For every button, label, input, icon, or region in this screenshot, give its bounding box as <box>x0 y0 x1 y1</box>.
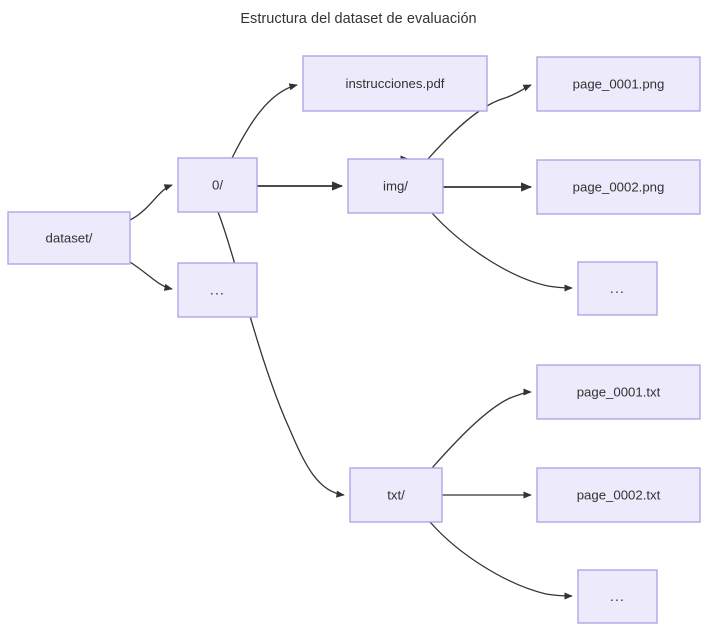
edge-layer <box>129 83 573 600</box>
node-layer: dataset/0/... instrucciones.pdf img/txt/pa… <box>7 55 701 624</box>
node-dots_img[interactable]: ... <box>577 261 658 316</box>
node-box-instrucciones[interactable] <box>302 55 488 112</box>
node-box-page0002png[interactable] <box>536 159 701 215</box>
edge-txt-to-page0001txt <box>431 388 532 469</box>
edge-zero-to-instrucciones <box>231 83 298 159</box>
node-box-dots_root[interactable] <box>177 262 258 318</box>
node-img[interactable]: img/ <box>347 158 444 214</box>
node-box-dataset[interactable] <box>7 211 131 265</box>
node-box-page0001png[interactable] <box>536 56 701 112</box>
edge-img-to-page0001png <box>427 84 532 160</box>
node-label-page0002png: page_0002.png <box>573 179 665 194</box>
node-page0002txt[interactable]: page_0002.txt <box>536 467 701 523</box>
node-label-txt: txt/ <box>387 487 405 502</box>
node-instrucciones[interactable]: instrucciones.pdf <box>302 55 488 112</box>
node-dots_txt[interactable]: ... <box>577 569 658 624</box>
diagram-title: Estructura del dataset de evaluación <box>240 11 477 27</box>
node-page0002png[interactable]: page_0002.png <box>536 159 701 215</box>
node-label-dots_img: ... <box>610 280 625 296</box>
node-box-txt[interactable] <box>349 467 443 523</box>
node-label-dots_root: ... <box>210 282 225 298</box>
node-label-page0001png: page_0001.png <box>573 76 665 91</box>
node-label-instrucciones: instrucciones.pdf <box>346 76 445 91</box>
node-box-zero[interactable] <box>177 157 258 213</box>
node-zero[interactable]: 0/ <box>177 157 258 213</box>
node-label-zero: 0/ <box>212 177 223 192</box>
node-dots_root[interactable]: ... <box>177 262 258 318</box>
node-dataset[interactable]: dataset/ <box>7 211 131 265</box>
edge-dataset-to-dots_root <box>129 261 173 291</box>
edge-img-to-dots_img <box>431 212 573 292</box>
node-page0001txt[interactable]: page_0001.txt <box>536 364 701 420</box>
node-box-page0002txt[interactable] <box>536 467 701 523</box>
node-box-img[interactable] <box>347 158 444 214</box>
node-box-page0001txt[interactable] <box>536 364 701 420</box>
node-label-page0001txt: page_0001.txt <box>577 384 661 399</box>
node-label-dataset: dataset/ <box>46 230 93 245</box>
edge-dataset-to-zero <box>129 184 173 221</box>
node-box-dots_img[interactable] <box>577 261 658 316</box>
node-label-page0002txt: page_0002.txt <box>577 487 661 502</box>
node-page0001png[interactable]: page_0001.png <box>536 56 701 112</box>
edge-zero-to-txt <box>217 211 345 498</box>
node-label-dots_txt: ... <box>610 588 625 604</box>
node-txt[interactable]: txt/ <box>349 467 443 523</box>
node-label-img: img/ <box>383 178 408 193</box>
node-box-dots_txt[interactable] <box>577 569 658 624</box>
edge-txt-to-dots_txt <box>429 521 573 600</box>
